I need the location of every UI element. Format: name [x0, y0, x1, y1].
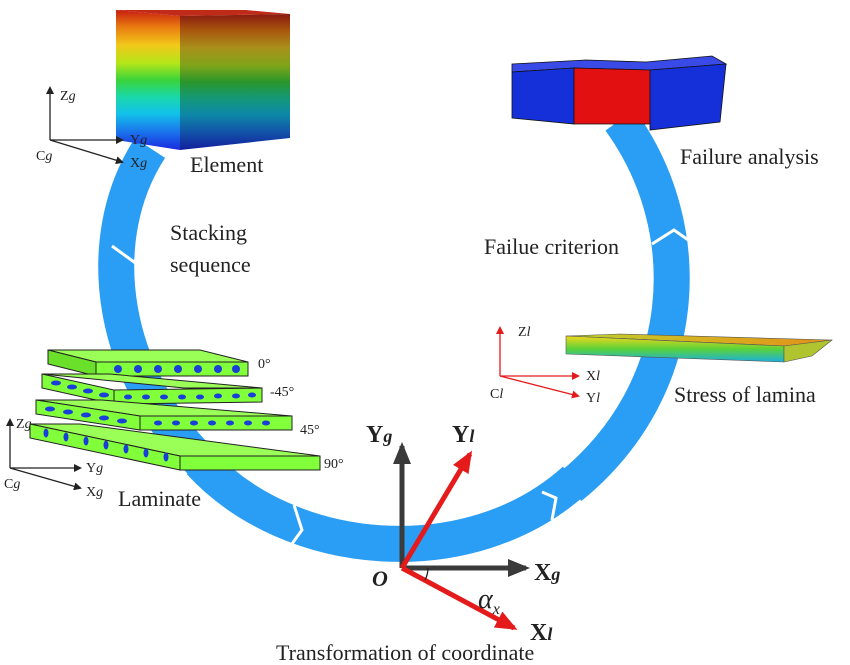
ply-90 — [29, 423, 321, 471]
cycle-chevron-left — [111, 237, 154, 265]
ply-angle-45: 45° — [300, 423, 320, 438]
origin-o-label: O — [372, 566, 388, 591]
alpha-angle-arc — [424, 567, 429, 581]
cycle-chevron-bottom-right — [541, 490, 558, 521]
laminate-axis-origin-label: Cg — [4, 477, 20, 492]
laminate-axis-x-label: Xg — [86, 485, 103, 500]
stress-of-lamina-label: Stress of lamina — [674, 382, 816, 407]
axis-xl-arrow — [400, 565, 518, 631]
alpha-x-label: αx — [478, 584, 500, 618]
ply-minus45 — [41, 373, 263, 405]
laminate-axis-z-label: Zg — [16, 417, 32, 432]
ply-45 — [35, 399, 293, 431]
local-axis-y-label: Yl — [586, 391, 600, 406]
global-axes-top — [46, 86, 124, 165]
transformation-label: Transformation of coordinate — [276, 640, 534, 665]
axis-yl-label: Yl — [452, 422, 474, 448]
local-axis-origin-label: Cl — [490, 387, 503, 402]
global-axis-origin-label: Cg — [36, 149, 52, 164]
ply-angle-90: 90° — [324, 457, 344, 472]
ply-0 — [47, 349, 249, 377]
laminate-stack — [29, 349, 321, 471]
stacking-label-line2: sequence — [170, 252, 251, 277]
cycle-segment-bottom — [186, 449, 588, 562]
axis-yl-arrow — [399, 450, 473, 570]
element-cube — [116, 10, 290, 150]
element-label: Element — [190, 152, 263, 177]
cycle-chevron-right — [651, 228, 695, 246]
global-axis-y-label: Yg — [130, 133, 147, 148]
laminate-axis-y-label: Yg — [86, 461, 103, 476]
axis-xg-label: Xg — [534, 560, 560, 586]
stacking-label-line1: Stacking — [170, 220, 247, 245]
failure-analysis-label: Failure analysis — [680, 144, 819, 169]
failure-block — [511, 55, 728, 131]
transform-axes — [393, 442, 530, 631]
local-axis-x-label: Xl — [586, 369, 600, 384]
cycle-chevron-bottom — [284, 504, 304, 553]
local-axes — [496, 326, 580, 399]
ply-angle-0: 0° — [258, 357, 271, 372]
failure-criterion-label: Failue criterion — [484, 234, 619, 259]
cycle-arrow — [98, 90, 695, 562]
global-axes-laminate — [6, 418, 82, 491]
ply-angle-minus45: -45° — [270, 385, 294, 400]
local-axis-z-label: Zl — [518, 325, 531, 340]
axis-yg-label: Yg — [366, 422, 392, 448]
laminate-label: Laminate — [118, 486, 201, 511]
axis-xl-label: Xl — [530, 620, 552, 646]
global-axis-z-label: Zg — [60, 89, 76, 104]
lamina-plate — [565, 333, 834, 363]
cycle-segment-right — [558, 109, 690, 501]
global-axis-x-label: Xg — [130, 156, 147, 171]
cycle-segment-left — [98, 138, 223, 484]
